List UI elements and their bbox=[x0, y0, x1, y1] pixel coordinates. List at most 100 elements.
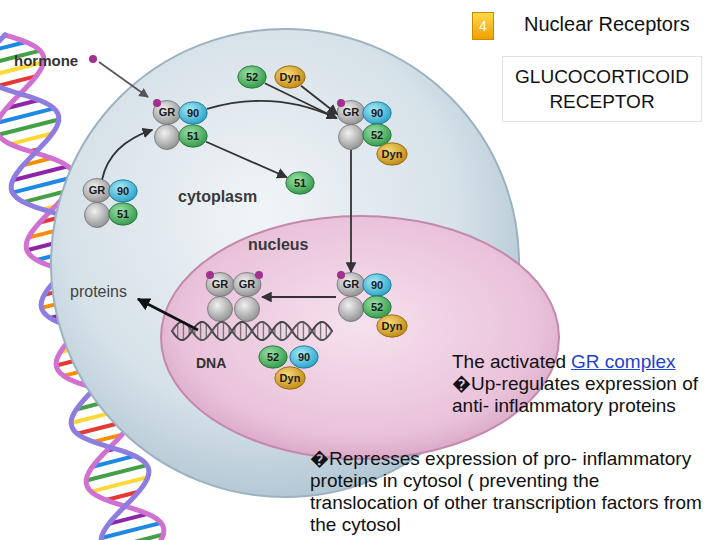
note-text: The activated bbox=[452, 351, 566, 373]
helix-rung bbox=[6, 100, 38, 108]
helix-rung bbox=[228, 327, 229, 335]
helix-rung bbox=[263, 322, 264, 340]
helix-rung bbox=[188, 327, 189, 335]
helix-rung bbox=[13, 166, 68, 180]
node-text: 52 bbox=[246, 71, 258, 83]
receptor-blob: GR bbox=[232, 272, 262, 322]
protein-blob: Dyn bbox=[274, 65, 306, 89]
helix-rung bbox=[286, 324, 287, 338]
node-text: 90 bbox=[371, 279, 383, 291]
protein-blob: 90 bbox=[289, 345, 319, 369]
helix-rung bbox=[0, 119, 59, 134]
protein-blob: Dyn bbox=[376, 314, 408, 338]
helix-rung bbox=[194, 327, 195, 335]
note-text: �Represses expression of pro- inflammato… bbox=[310, 448, 705, 536]
node-text: Dyn bbox=[280, 71, 301, 83]
node-text: 90 bbox=[298, 351, 310, 363]
helix-strand bbox=[172, 322, 332, 340]
slide-title: Nuclear Receptors bbox=[524, 13, 690, 36]
node-text: Dyn bbox=[280, 372, 301, 384]
pathway-arrow bbox=[265, 83, 337, 118]
helix-rung bbox=[109, 514, 148, 524]
node-text: GR bbox=[343, 278, 360, 290]
helix-rung bbox=[223, 322, 224, 340]
protein-blob: 51 bbox=[285, 171, 315, 195]
node-text: cytoplasm bbox=[178, 188, 257, 206]
pathway-arrow bbox=[350, 150, 352, 272]
node-text: 52 bbox=[371, 301, 383, 313]
pathway-arrow bbox=[102, 130, 152, 180]
helix-rung bbox=[320, 322, 321, 340]
cell-circle: cytoplasmnucleusGRGRGR9052Dyn5290Dyn52Dy… bbox=[50, 28, 520, 498]
node-text: 90 bbox=[371, 107, 383, 119]
hormone-arrow bbox=[99, 62, 148, 97]
helix-rung bbox=[257, 324, 258, 338]
part-label: hormone bbox=[14, 50, 78, 72]
protein-blob: 90 bbox=[362, 273, 392, 297]
helix-strand bbox=[172, 322, 332, 340]
helix-rung bbox=[91, 477, 148, 491]
helix-rung bbox=[23, 158, 52, 165]
node-text: GR bbox=[239, 278, 256, 290]
hormone-dot bbox=[255, 271, 263, 279]
node-text: GR bbox=[212, 278, 229, 290]
hormone-dot bbox=[206, 271, 214, 279]
helix-rung bbox=[280, 322, 281, 340]
protein-blob: Dyn bbox=[274, 366, 306, 390]
shape-outline bbox=[160, 215, 560, 460]
helix-rung bbox=[101, 523, 161, 538]
slide-number-box: 4 bbox=[472, 12, 494, 40]
node-text: 90 bbox=[117, 185, 129, 197]
node-text: 52 bbox=[371, 129, 383, 141]
node-text: GLUCOCORTICOID RECEPTOR bbox=[513, 64, 691, 114]
protein-blob: 51 bbox=[178, 124, 208, 148]
receptor-blob: GR bbox=[82, 178, 112, 228]
node-text: 4 bbox=[479, 18, 487, 34]
node-text: GR bbox=[89, 184, 106, 196]
helix-rung bbox=[92, 456, 134, 467]
node-text: GR bbox=[159, 106, 176, 118]
hormone-dot bbox=[337, 99, 345, 107]
protein-blob: 52 bbox=[237, 65, 267, 89]
part-label: proteins bbox=[70, 281, 127, 303]
receptor-blob: GR bbox=[336, 100, 366, 150]
helix-rung bbox=[0, 108, 54, 122]
helix-rung bbox=[177, 324, 178, 338]
pathway-arrow bbox=[301, 86, 337, 115]
helix-rung bbox=[18, 92, 22, 93]
node-text: 51 bbox=[187, 130, 199, 142]
helix-rung bbox=[268, 327, 269, 335]
helix-rung bbox=[274, 327, 275, 335]
helix-rung bbox=[93, 435, 122, 442]
helix-rung bbox=[240, 322, 241, 340]
helix-rung bbox=[303, 322, 304, 340]
helix-rung bbox=[308, 327, 309, 335]
dna-strand-art bbox=[172, 322, 332, 340]
helix-rung bbox=[206, 324, 207, 338]
node-text: 51 bbox=[117, 208, 129, 220]
helix-rung bbox=[326, 324, 327, 338]
helix-rung bbox=[0, 42, 26, 51]
nucleus-ellipse: nucleusGRGRGR9052Dyn5290Dyn bbox=[160, 215, 560, 460]
protein-output-arrow bbox=[138, 299, 198, 330]
note-text: �Up-regulates expression of anti- inflam… bbox=[452, 373, 714, 417]
note-link: GR complex bbox=[571, 351, 676, 373]
receptor-blob: GR bbox=[205, 272, 235, 322]
title-box: GLUCOCORTICOID RECEPTOR bbox=[502, 56, 702, 122]
node-text: 51 bbox=[294, 177, 306, 189]
receptor-blob: GR bbox=[336, 272, 366, 322]
part-label: DNA bbox=[196, 352, 226, 374]
helix-rung bbox=[105, 535, 163, 540]
helix-rung bbox=[43, 206, 56, 209]
node-text: nucleus bbox=[248, 236, 308, 254]
node-text: Dyn bbox=[382, 148, 403, 160]
helix-rung bbox=[106, 449, 114, 451]
node-text: Dyn bbox=[382, 320, 403, 332]
protein-blob: 51 bbox=[108, 202, 138, 226]
pathway-arrow bbox=[206, 142, 287, 177]
pathway-arrow bbox=[262, 296, 336, 298]
helix-rung bbox=[30, 149, 38, 151]
hormone-dot bbox=[337, 271, 345, 279]
helix-rung bbox=[123, 507, 127, 508]
